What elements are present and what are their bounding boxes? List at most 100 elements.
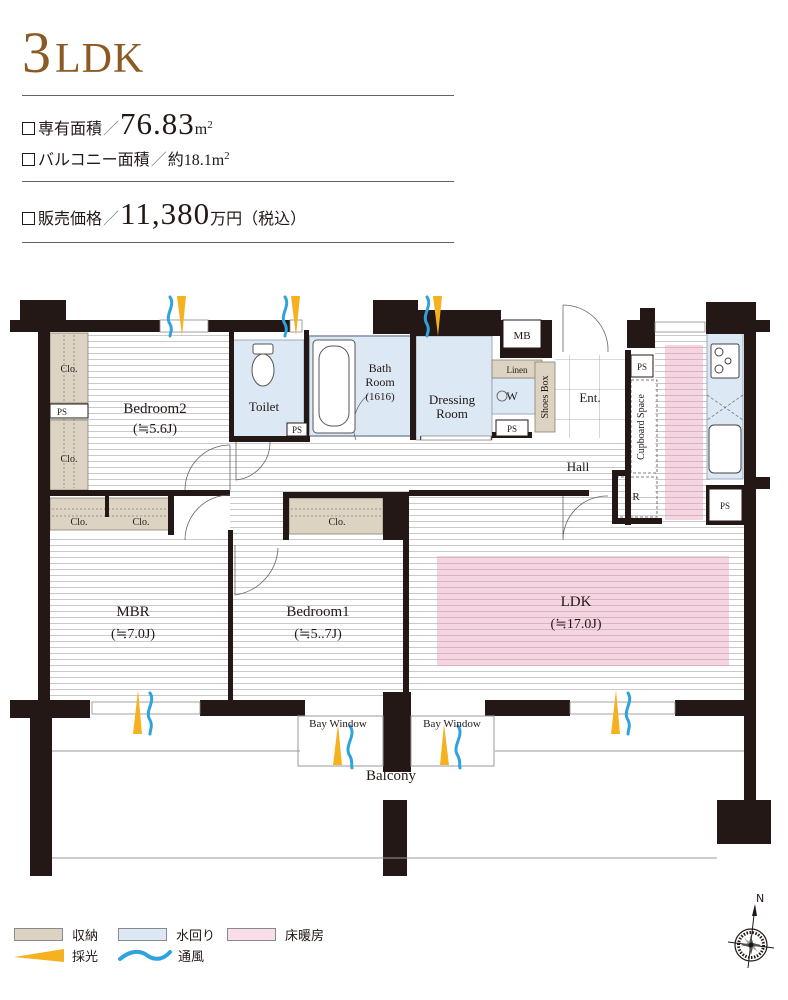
- bathtub-icon: [312, 339, 356, 434]
- legend-ventilation-label: 通風: [178, 949, 205, 965]
- ps-boxes: [49, 319, 743, 522]
- room-bath-size: (1616): [365, 391, 395, 403]
- balcony-outline: [52, 715, 744, 859]
- shoes-box-label: Shoes Box: [540, 375, 551, 418]
- closet-label: Clo.: [71, 517, 88, 528]
- ventilation-wave-icon: [624, 691, 632, 736]
- legend-storage: 収納: [14, 925, 99, 944]
- ventilation-wave-icon: [146, 691, 154, 736]
- sale-price: 販売価格／11,380万円（税込）: [22, 196, 306, 232]
- ps-label: PS: [507, 424, 517, 434]
- plan-layout: LDK: [55, 36, 145, 82]
- floor-heating-swatch: [227, 927, 276, 941]
- checkbox-square-icon: [22, 212, 35, 225]
- room-hall-name: Hall: [567, 459, 590, 474]
- legend-water: 水回り: [118, 925, 216, 944]
- divider: [22, 181, 454, 182]
- price-label: 販売価格: [38, 211, 103, 228]
- ventilation-wave-icon: [346, 724, 354, 770]
- daylight-arrow-icon: [177, 296, 186, 336]
- legend-daylight-label: 採光: [72, 949, 99, 965]
- dressing-area: [415, 335, 493, 441]
- linen-label: Linen: [507, 365, 528, 375]
- daylight-arrow-icon: [440, 724, 449, 765]
- area-unit: m: [211, 152, 225, 169]
- ventilation-wave-icon: [454, 724, 462, 770]
- legend-water-label: 水回り: [176, 928, 216, 944]
- closet-mbr: [49, 497, 171, 531]
- divider: [22, 95, 454, 96]
- price-unit: 万円: [210, 211, 243, 228]
- ps-label: PS: [292, 425, 302, 435]
- balcony-area-prefix: 約: [167, 152, 184, 169]
- price-note: （税込）: [242, 211, 307, 228]
- water-swatch: [118, 927, 167, 941]
- counter-cross: [706, 394, 744, 421]
- closet-label: Clo.: [61, 364, 78, 375]
- daylight-arrow-icon: [611, 690, 620, 734]
- divider: [22, 242, 454, 243]
- bay-window-label: Bay Window: [423, 718, 481, 730]
- washer-drain-icon: [496, 390, 508, 402]
- plan-number: 3: [22, 20, 51, 85]
- room-bath-name-1: Bath: [369, 361, 392, 375]
- ventilation-indicators: [146, 295, 632, 770]
- toilet-fixture-icon: [251, 343, 275, 387]
- balcony-area: バルコニー面積／約18.1m2: [22, 146, 230, 170]
- room-dressing-name-2: Room: [436, 406, 468, 421]
- windows: [91, 319, 706, 715]
- legend-floor-heating: 床暖房: [227, 925, 325, 944]
- plan-type-title: 3LDK: [22, 20, 144, 92]
- daylight-arrow-icon: [14, 949, 64, 962]
- squared-mark: 2: [207, 119, 213, 131]
- kitchen-floor-heating: [665, 345, 703, 520]
- stove-icon: [710, 343, 740, 379]
- squared-mark: 2: [224, 150, 230, 162]
- doors: [184, 304, 609, 596]
- room-mbr-name: MBR: [116, 604, 149, 620]
- legend-ventilation: 通風: [118, 946, 205, 965]
- sink-icon: [708, 424, 742, 474]
- room-ldk-size: (≒17.0J): [550, 617, 601, 632]
- bay-window-label: Bay Window: [309, 718, 367, 730]
- daylight-arrow-icon: [433, 296, 442, 336]
- ps-label: PS: [720, 501, 730, 511]
- daylight-arrow-icon: [291, 296, 300, 336]
- room-ldk-name: LDK: [561, 594, 592, 610]
- compass-north-label: N: [756, 892, 764, 905]
- washer-label: W: [506, 389, 518, 403]
- balcony-area-value: 18.1: [183, 152, 212, 169]
- ldk-floor-heating: [437, 556, 729, 666]
- legend-daylight: 採光: [14, 946, 99, 965]
- exclusive-area-label: 専有面積: [38, 121, 103, 138]
- washer-area: [491, 377, 543, 415]
- closet-bedroom2-upper: [49, 332, 89, 404]
- floor-plan: Bedroom2 (≒5.6J) Toilet Bath Room (1616)…: [0, 280, 788, 880]
- ventilation-wave-icon: [423, 295, 431, 338]
- price-value: 11,380: [120, 196, 211, 231]
- legend-floor-heating-label: 床暖房: [285, 928, 325, 944]
- room-bath-name-2: Room: [365, 375, 395, 389]
- ventilation-wave-icon: [166, 295, 174, 338]
- shoes-box: [534, 361, 556, 433]
- exclusive-area-value: 76.83: [120, 106, 195, 141]
- slash: ／: [103, 211, 120, 228]
- room-bedroom2-name: Bedroom2: [123, 401, 186, 417]
- room-bedroom1-size: (≒5..7J): [294, 627, 342, 642]
- daylight-arrow-icon: [333, 724, 342, 765]
- ps-label: PS: [57, 407, 67, 417]
- daylight-indicators: [133, 296, 620, 765]
- checkbox-square-icon: [22, 153, 35, 166]
- closet-label: Clo.: [329, 517, 346, 528]
- bedroom1-floor: [232, 535, 407, 700]
- room-toilet-name: Toilet: [249, 399, 280, 414]
- legend-storage-label: 収納: [72, 928, 99, 944]
- slash: ／: [150, 152, 167, 169]
- room-bedroom1-name: Bedroom1: [286, 604, 349, 620]
- compass: N: [722, 890, 782, 970]
- refrigerator-label: R: [632, 491, 640, 503]
- checkbox-square-icon: [22, 122, 35, 135]
- daylight-arrow-icon: [133, 690, 142, 734]
- ventilation-wave-icon: [281, 295, 289, 338]
- exclusive-area: 専有面積／76.83m2: [22, 106, 213, 142]
